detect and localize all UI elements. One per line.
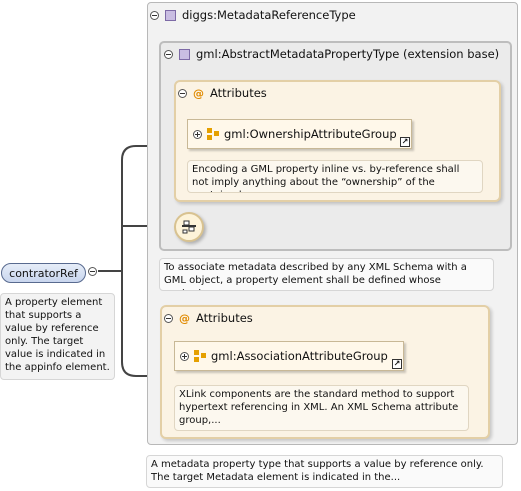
type-documentation: A metadata property type that supports a…	[146, 455, 503, 488]
sequence-glyph	[182, 220, 196, 234]
attribute-group-icon	[194, 350, 206, 362]
attribute-at-icon: @	[179, 311, 190, 325]
attribute-group-name: gml:AssociationAttributeGroup	[211, 349, 388, 363]
base-type-documentation: To associate metadata described by any X…	[159, 258, 494, 291]
type-name: diggs:MetadataReferenceType	[182, 8, 356, 22]
reference-arrow-icon[interactable]: ↗	[392, 359, 402, 369]
attribute-group-ownership[interactable]: gml:OwnershipAttributeGroup ↗	[187, 119, 412, 149]
element-name: contratorRef	[9, 266, 78, 280]
collapse-toggle-icon[interactable]	[164, 49, 173, 59]
attributes-label: Attributes	[210, 86, 267, 100]
attribute-group-association[interactable]: gml:AssociationAttributeGroup ↗	[174, 341, 404, 371]
collapse-toggle-icon[interactable]	[178, 88, 187, 98]
attribute-at-icon: @	[193, 86, 204, 100]
sequence-compositor-icon[interactable]	[174, 212, 204, 242]
expand-toggle-icon[interactable]	[193, 129, 202, 139]
expand-toggle-icon[interactable]	[180, 351, 189, 361]
base-type-header: gml:AbstractMetadataPropertyType (extens…	[164, 45, 499, 63]
collapse-toggle-icon[interactable]	[164, 313, 173, 323]
complex-type-icon	[179, 48, 190, 60]
attribute-group-icon	[207, 128, 219, 140]
attributes-label: Attributes	[196, 311, 253, 325]
complex-type-icon	[165, 9, 176, 21]
association-documentation: XLink components are the standard method…	[174, 385, 469, 431]
ownership-documentation: Encoding a GML property inline vs. by-re…	[187, 160, 483, 193]
type-header: diggs:MetadataReferenceType	[150, 6, 356, 24]
attributes-header: @ Attributes	[178, 85, 267, 101]
element-documentation: A property element that supports a value…	[0, 293, 115, 380]
collapse-toggle-icon[interactable]	[150, 10, 159, 20]
base-type-name: gml:AbstractMetadataPropertyType (extens…	[196, 47, 500, 61]
attribute-group-name: gml:OwnershipAttributeGroup	[224, 127, 397, 141]
attributes-header: @ Attributes	[164, 310, 253, 326]
reference-arrow-icon[interactable]: ↗	[400, 137, 410, 147]
collapse-toggle-icon[interactable]	[88, 267, 97, 276]
element-node[interactable]: contratorRef	[1, 263, 86, 283]
